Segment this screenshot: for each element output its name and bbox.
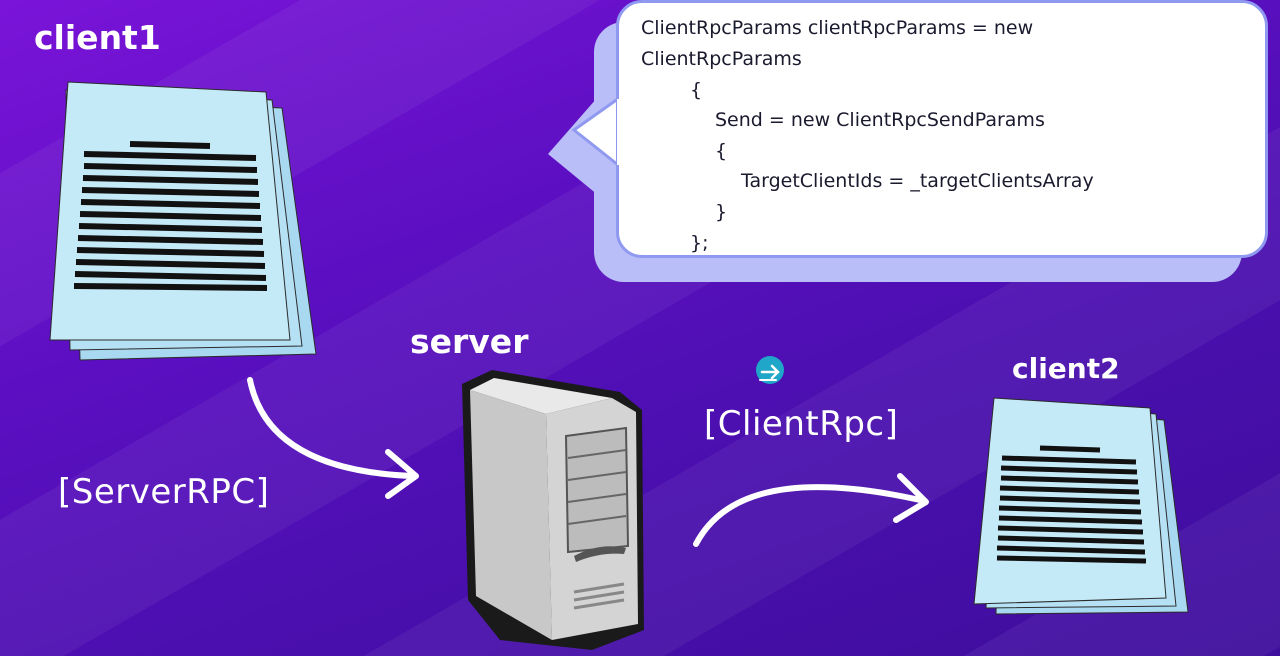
code-bubble (616, 0, 1268, 258)
code-line: { (715, 140, 728, 162)
client2-label: client2 (1012, 352, 1120, 385)
code-line: } (715, 201, 728, 223)
server-rpc-arrow (247, 377, 419, 499)
code-line: ClientRpcParams (641, 48, 802, 70)
server-label: server (410, 322, 529, 361)
cursor-move-icon (756, 356, 784, 384)
code-line: { (690, 79, 703, 101)
code-line: ClientRpcParams clientRpcParams = new (641, 17, 1034, 39)
code-line: TargetClientIds = _targetClientsArray (741, 170, 1094, 192)
client-rpc-arrow (693, 473, 929, 547)
code-line: Send = new ClientRpcSendParams (715, 109, 1045, 131)
client2-document-icon (973, 397, 1189, 615)
code-line: }; (690, 232, 709, 254)
client-rpc-label: [ClientRpc] (704, 404, 899, 444)
client1-label: client1 (34, 18, 161, 57)
server-rpc-label: [ServerRPC] (58, 472, 270, 512)
server-tower-icon (462, 370, 644, 650)
client1-document-icon (49, 81, 317, 361)
